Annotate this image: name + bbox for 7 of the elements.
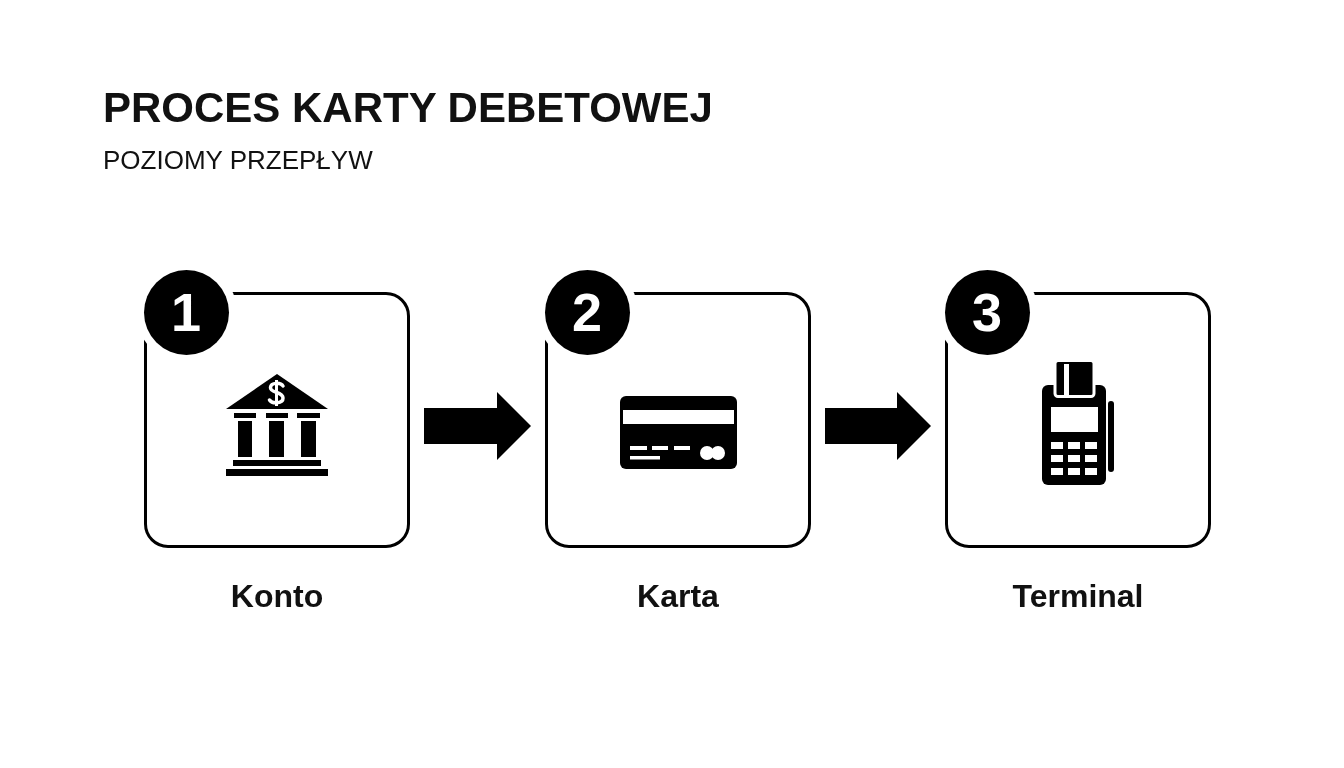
arrow (825, 392, 931, 460)
arrow (424, 392, 531, 460)
step-label: Terminal (1012, 580, 1144, 612)
subtitle: POZIOMY PRZEPŁYW (103, 147, 373, 173)
step-label: Karta (637, 580, 719, 612)
step-label: Konto (230, 580, 324, 612)
diagram-title: PROCES KARTY DEBETOWEJ (103, 87, 713, 129)
